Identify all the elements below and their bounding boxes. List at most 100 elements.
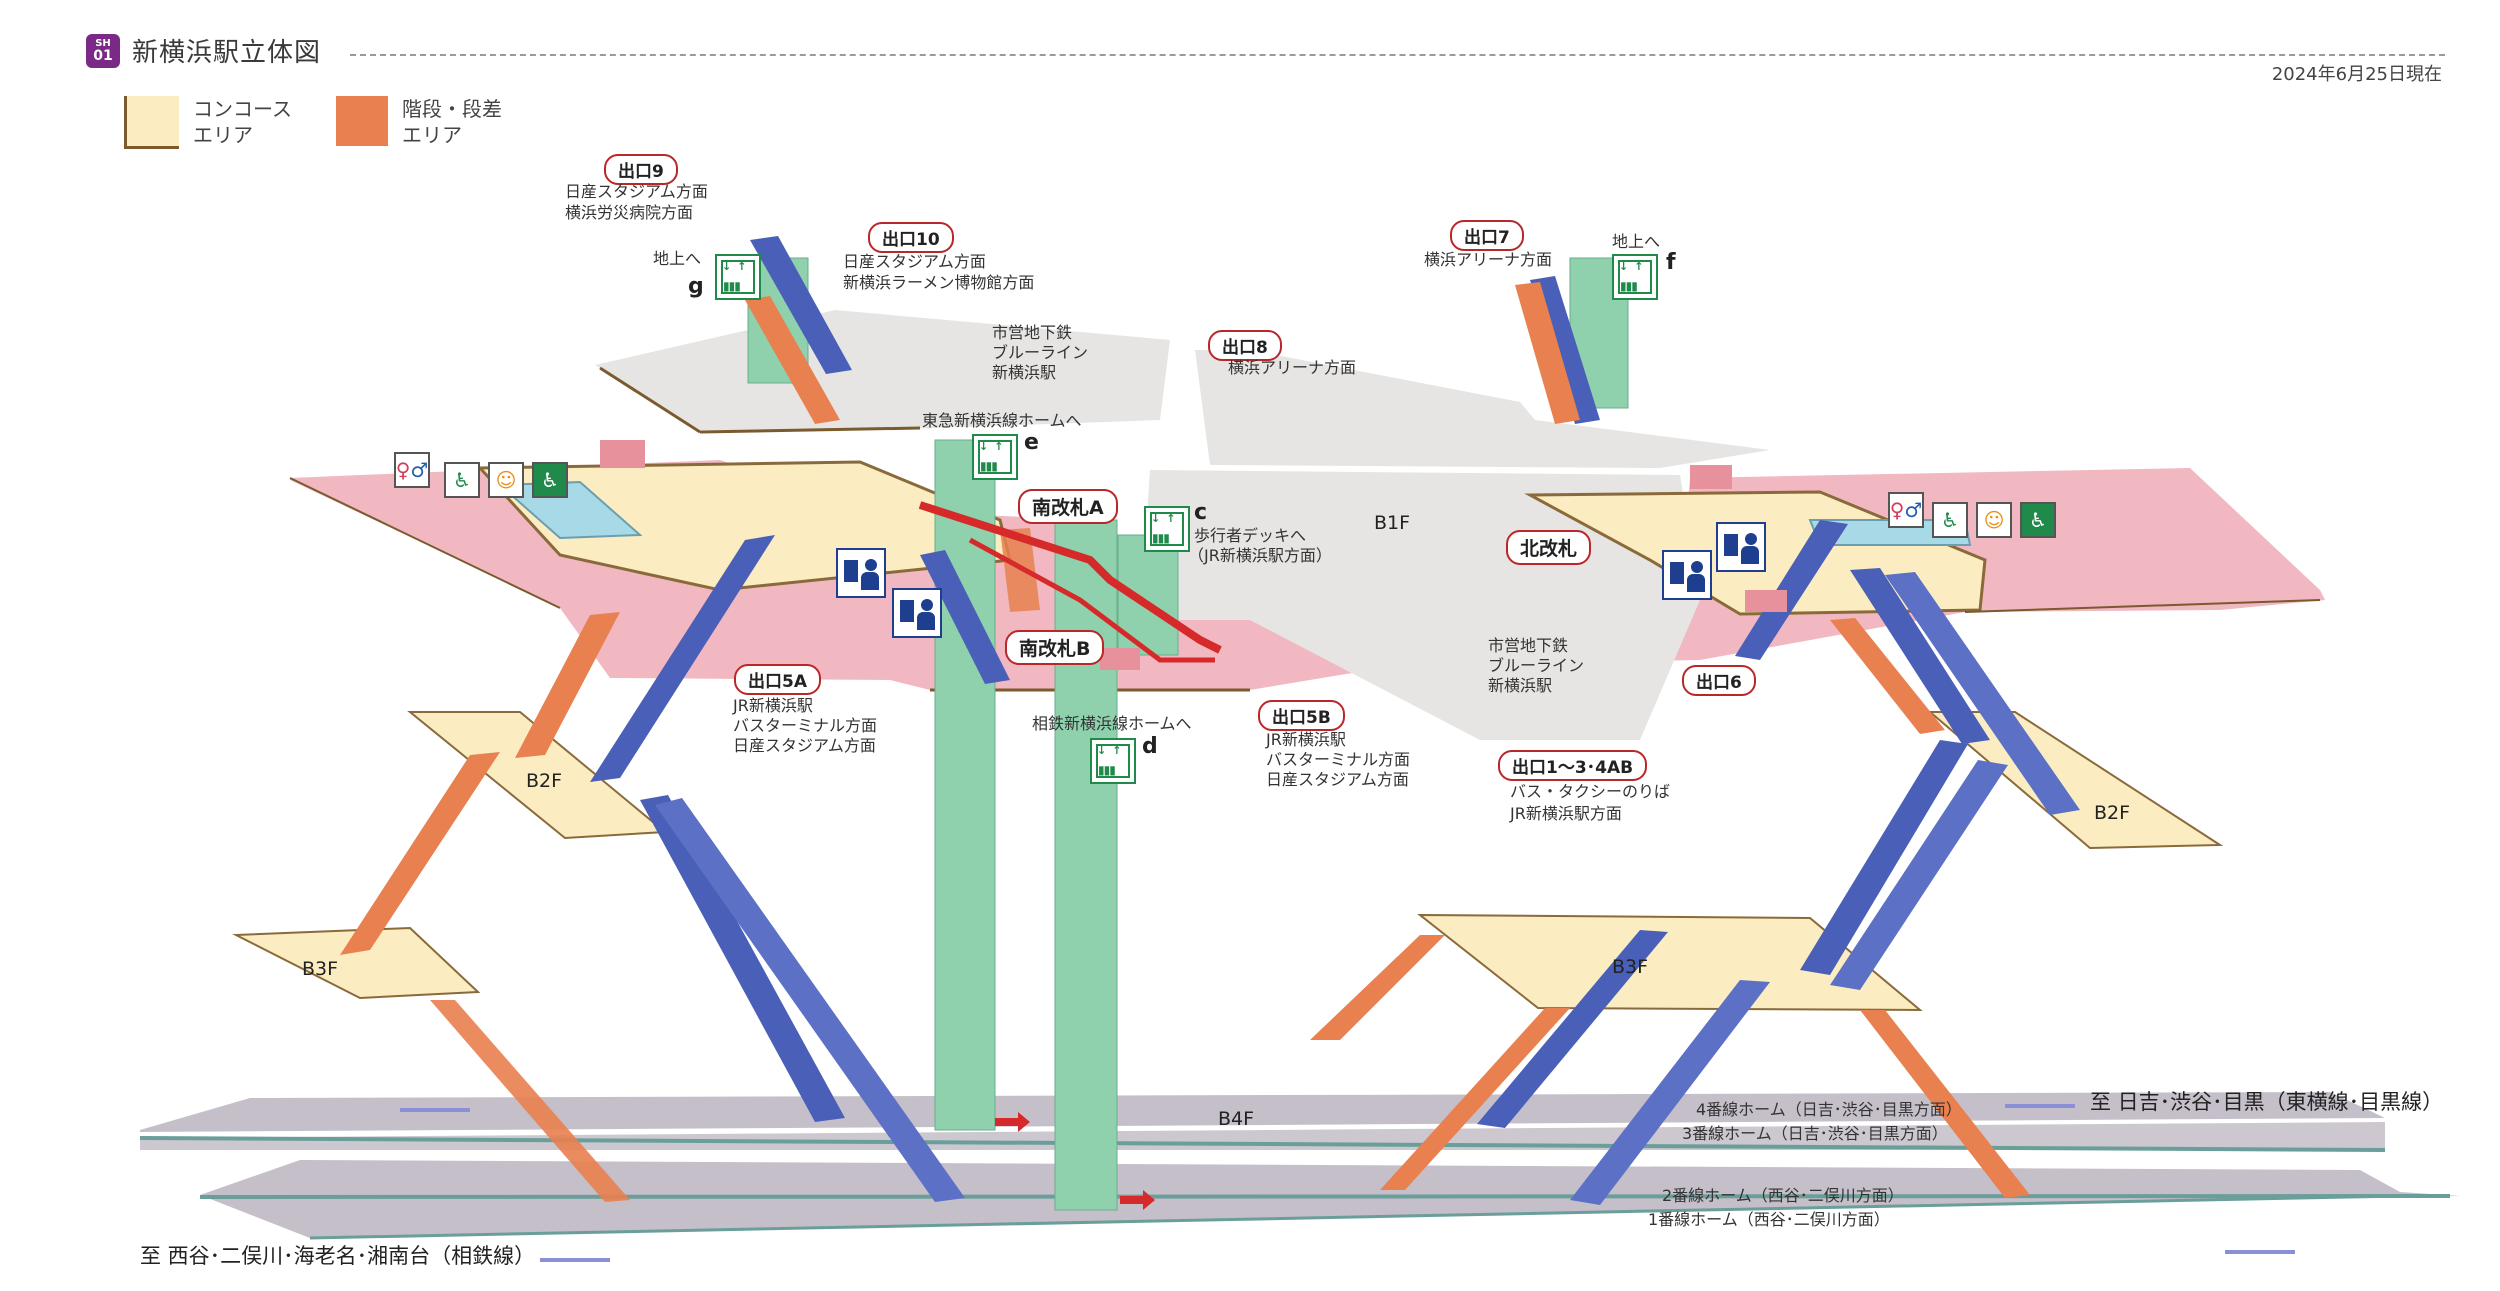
exit-5b-desc-1: JR新横浜駅 — [1266, 730, 1346, 749]
subway-top-1: 市営地下鉄 — [992, 323, 1073, 342]
exit-10-desc-1: 日産スタジアム方面 — [843, 252, 986, 271]
platform-1-label: 1番線ホーム（西谷･二俣川方面） — [1648, 1210, 1890, 1229]
escalator-right-b2-b3-b — [1830, 760, 2008, 990]
to-ground-right: 地上へ — [1612, 232, 1661, 251]
stairs-right-b1-b2 — [1830, 618, 1945, 734]
elevator-g-icon[interactable]: ↓↑▮▮▮ — [715, 254, 761, 300]
elevator-c-icon[interactable]: ↓↑▮▮▮ — [1144, 506, 1190, 552]
direction-arrow-left — [540, 1258, 610, 1262]
elevator-d-icon[interactable]: ↓↑▮▮▮ — [1090, 738, 1136, 784]
escalator-exit6 — [1735, 520, 1848, 660]
direction-arrow-b4f — [400, 1108, 470, 1112]
elevator-e-letter: e — [1024, 430, 1039, 455]
escalator-b2-b4-left-b — [655, 798, 965, 1202]
destination-toyoko: 至 日吉･渋谷･目黒（東横線･目黒線） — [2090, 1090, 2444, 1114]
wheelchair-icon: ♿ — [1932, 502, 1968, 538]
north-gate[interactable]: 北改札 — [1506, 530, 1592, 565]
south-gate-a[interactable]: 南改札A — [1018, 489, 1118, 524]
wheelchair-icon: ♿ — [444, 462, 480, 498]
route-south-a — [918, 501, 1222, 654]
floor-b3f-left: B3F — [302, 958, 339, 980]
escalator-exit10 — [750, 236, 852, 374]
stairs-right-b3-b4-left — [1310, 935, 1445, 1040]
exit-1-desc-2: JR新横浜駅方面 — [1510, 804, 1622, 823]
elevator-shaft-e — [934, 439, 996, 1131]
stairs-right-b3-b4-mid — [1380, 1008, 1570, 1190]
block-pink-1 — [600, 440, 645, 468]
as-of-date: 2024年6月25日現在 — [2271, 64, 2442, 85]
legend-stairs: 階段・段差 エリア — [336, 96, 502, 148]
exit-7-desc-1: 横浜アリーナ方面 — [1424, 250, 1553, 269]
exit-9-desc-1: 日産スタジアム方面 — [565, 182, 708, 201]
exit-9-label[interactable]: 出口9 — [604, 154, 678, 185]
destination-sotetsu: 至 西谷･二俣川･海老名･湘南台（相鉄線） — [140, 1244, 536, 1268]
ticket-machine-icon — [1716, 522, 1766, 572]
escalator-right-b3-b4-a — [1477, 930, 1668, 1128]
escalator-right-b1-b2-b — [1885, 572, 2080, 815]
exit-5b-desc-2: バスターミナル方面 — [1266, 750, 1411, 769]
stairs-exit7 — [1515, 282, 1580, 424]
elevator-f-icon[interactable]: ↓↑▮▮▮ — [1612, 254, 1658, 300]
platform-2-label: 2番線ホーム（西谷･二俣川方面） — [1662, 1186, 1904, 1205]
multipurpose-toilet-icon: ♿ — [532, 462, 568, 498]
b3f-left-floor — [232, 926, 481, 1000]
tokyu-platform-label: 東急新横浜線ホームへ — [922, 411, 1082, 430]
baby-icon: ☺ — [488, 462, 524, 498]
floor-b4f: B4F — [1218, 1108, 1255, 1130]
exit-5b-label[interactable]: 出口5B — [1258, 700, 1345, 731]
elevator-d-letter: d — [1142, 734, 1158, 759]
exit-5a-desc-2: バスターミナル方面 — [733, 716, 878, 735]
platform-b4f-lower — [200, 1160, 2460, 1238]
elevator-f-letter: f — [1666, 250, 1676, 275]
exit-8-label[interactable]: 出口8 — [1208, 330, 1282, 361]
escalator-right-b2-b3-a — [1800, 740, 1968, 975]
b3f-right-floor — [1417, 913, 1923, 1012]
elevator-e-icon[interactable]: ↓↑▮▮▮ — [972, 434, 1018, 480]
exit-10-desc-2: 新横浜ラーメン博物館方面 — [843, 273, 1035, 292]
exit-5a-label[interactable]: 出口5A — [734, 664, 821, 695]
escalator-b1-b3-left — [590, 535, 775, 782]
block-pink-4 — [1745, 590, 1787, 612]
baby-icon: ☺ — [1976, 502, 2012, 538]
legend-concourse-swatch — [124, 96, 179, 149]
exit-1-3-4ab-label[interactable]: 出口1～3･4AB — [1498, 750, 1648, 781]
exit-7-label[interactable]: 出口7 — [1450, 220, 1524, 251]
line-badge-code: SH — [95, 38, 111, 49]
exit-1-desc-1: バス・タクシーのりば — [1510, 782, 1671, 801]
restroom-icon: ♀♂ — [394, 452, 430, 488]
stairs-right-b3-b4-right — [1860, 1010, 2030, 1198]
deck-label-2: （JR新横浜駅方面） — [1188, 546, 1332, 565]
elevator-g-letter: g — [688, 274, 704, 299]
escalator-b1-exit5b — [920, 550, 1010, 684]
ticket-machine-icon — [836, 548, 886, 598]
subway-mid-3: 新横浜駅 — [1488, 676, 1553, 695]
floor-b2f-left: B2F — [526, 770, 563, 792]
multipurpose-toilet-icon: ♿ — [2020, 502, 2056, 538]
exit-10-label[interactable]: 出口10 — [868, 222, 954, 253]
escalator-right-b1-b2-a — [1850, 568, 1990, 744]
platform-b4f-upper-top — [140, 1092, 2385, 1132]
legend-stairs-label: 階段・段差 エリア — [402, 97, 502, 147]
route-arrow-b4f-a — [995, 1112, 1030, 1132]
mezzanine-top — [595, 310, 1170, 430]
route-arrow-b4f-b — [1120, 1190, 1155, 1210]
sotetsu-platform-label: 相鉄新横浜線ホームへ — [1032, 714, 1192, 733]
floor-b3f-right: B3F — [1612, 956, 1649, 978]
escalator-b2-b4-left-a — [640, 795, 845, 1122]
exit-9-desc-2: 横浜労災病院方面 — [565, 203, 694, 222]
route-south-b — [968, 537, 1215, 663]
platform-4-label: 4番線ホーム（日吉･渋谷･目黒方面） — [1696, 1100, 1962, 1119]
mezzanine-right — [1195, 350, 1770, 468]
legend-stairs-swatch — [336, 96, 388, 146]
deck-label-1: 歩行者デッキへ — [1194, 526, 1307, 545]
legend-concourse: コンコース エリア — [124, 96, 292, 149]
stairs-b3-b4-left — [430, 1000, 630, 1202]
legend-concourse-label: コンコース エリア — [193, 97, 292, 147]
ticket-machine-icon — [892, 588, 942, 638]
exit-6-label[interactable]: 出口6 — [1682, 665, 1756, 696]
ticket-machine-icon — [1662, 550, 1712, 600]
exit-8-desc-1: 横浜アリーナ方面 — [1228, 358, 1357, 377]
south-gate-b[interactable]: 南改札B — [1005, 630, 1105, 665]
stairs-b2-b3-left — [340, 752, 500, 955]
